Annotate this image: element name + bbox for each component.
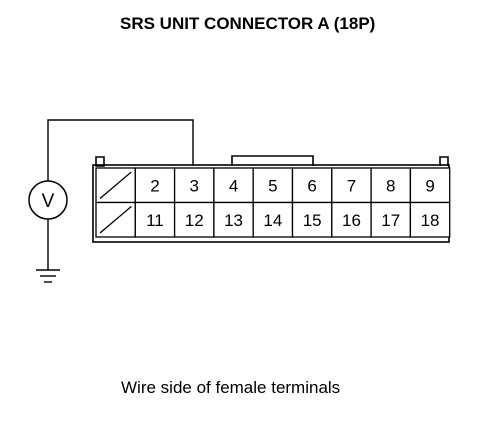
- terminal-cell-box: [291, 201, 333, 238]
- terminal-grid: 2 3 4 5 6 7 8 9 11 12 13 14 15 16 17 18: [95, 167, 451, 238]
- terminal-cell-box: [213, 201, 254, 238]
- terminal-number-5: 5: [268, 176, 277, 195]
- terminal-cell-box: [252, 201, 294, 238]
- blank-terminal-slash: [99, 206, 132, 234]
- terminal-number-13: 13: [224, 211, 243, 230]
- terminal-number-8: 8: [386, 176, 395, 195]
- terminal-cell-r1-c1: 11: [134, 201, 176, 238]
- probe-wire: [47, 119, 194, 181]
- terminal-number-6: 6: [307, 176, 316, 195]
- voltmeter-icon: V: [28, 180, 68, 220]
- terminal-number-17: 17: [381, 211, 400, 230]
- terminal-cell-box: [370, 201, 412, 238]
- terminal-cell-r0-c5: 6: [291, 167, 333, 204]
- terminal-number-15: 15: [303, 211, 322, 230]
- terminal-cell-r0-c4: 5: [252, 167, 294, 204]
- terminal-cell-r0-c0: [95, 167, 136, 204]
- terminal-number-12: 12: [185, 211, 204, 230]
- ground-icon: [36, 269, 60, 283]
- terminal-cell-r1-c5: 15: [291, 201, 333, 238]
- terminal-number-14: 14: [263, 211, 282, 230]
- terminal-cell-r0-c3: 4: [213, 167, 254, 204]
- terminal-cell-r0-c1: 2: [134, 167, 176, 204]
- voltmeter-symbol: V: [42, 191, 55, 212]
- blank-terminal-slash: [99, 171, 132, 199]
- terminal-cell-r1-c6: 16: [331, 201, 372, 238]
- terminal-number-16: 16: [342, 211, 361, 230]
- connector-outline: [95, 156, 449, 167]
- terminal-number-2: 2: [150, 176, 159, 195]
- terminal-cell-r1-c3: 13: [213, 201, 254, 238]
- terminal-cell-box: [291, 167, 333, 204]
- terminal-cell-r0-c7: 8: [370, 167, 412, 204]
- terminal-cell-r1-c2: 12: [173, 201, 215, 238]
- terminal-cell-r1-c8: 18: [409, 201, 451, 238]
- terminal-number-3: 3: [190, 176, 199, 195]
- terminal-cell-box: [331, 201, 372, 238]
- terminal-cell-r0-c6: 7: [331, 167, 372, 204]
- diagram-caption: Wire side of female terminals: [121, 378, 340, 397]
- terminal-number-11: 11: [146, 211, 164, 230]
- terminal-cell-r1-c0: [95, 201, 136, 238]
- terminal-cell-r0-c2: 3: [173, 167, 215, 204]
- terminal-cell-r1-c7: 17: [370, 201, 412, 238]
- terminal-number-4: 4: [229, 176, 238, 195]
- connector-latch: [231, 155, 314, 166]
- terminal-number-18: 18: [421, 211, 440, 230]
- terminal-cell-box: [409, 201, 451, 238]
- terminal-cell-box: [370, 167, 412, 204]
- diagram-title: SRS UNIT CONNECTOR A (18P): [120, 14, 375, 33]
- terminal-cell-r1-c4: 14: [252, 201, 294, 238]
- terminal-number-9: 9: [425, 176, 434, 195]
- terminal-cell-r0-c8: 9: [409, 167, 451, 204]
- terminal-number-7: 7: [347, 176, 356, 195]
